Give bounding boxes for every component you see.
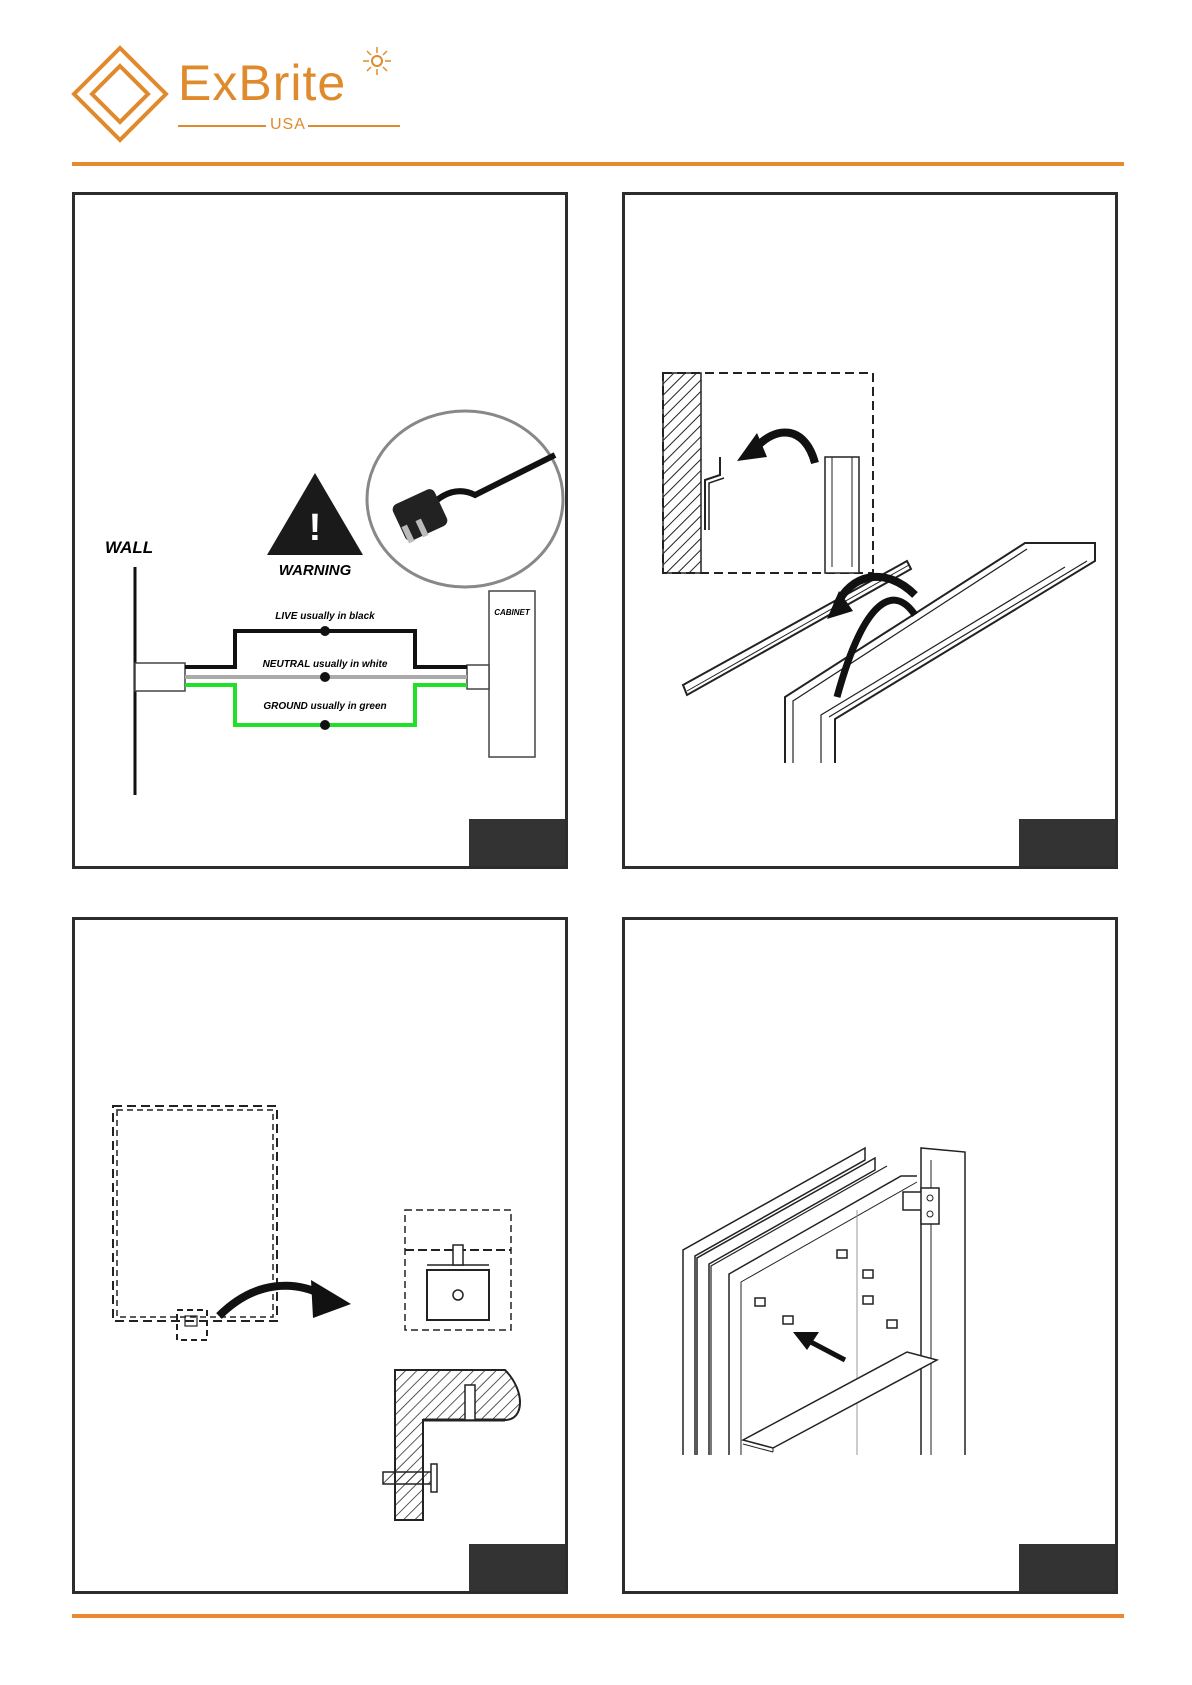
wall-section — [663, 373, 701, 573]
neutral-label: NEUTRAL usually in white — [263, 659, 388, 670]
arrow-icon — [807, 1340, 845, 1360]
logo-line-right — [308, 125, 400, 127]
brand-name: ExBrite — [178, 54, 346, 112]
wall-label: WALL — [105, 538, 153, 557]
panel-tab — [1019, 1544, 1115, 1591]
glass-shelf — [743, 1352, 937, 1448]
fixing-diagram — [75, 920, 571, 1597]
screw-icon — [383, 1472, 433, 1484]
panel-wiring: ! WARNING WALL CABINET LIVE usually in b… — [72, 192, 568, 869]
arrow-icon — [219, 1286, 325, 1316]
panel-tab — [469, 1544, 565, 1591]
svg-text:!: ! — [309, 507, 322, 549]
panel-tab — [1019, 819, 1115, 866]
arrow-icon — [755, 432, 815, 463]
cabinet-top — [785, 543, 1095, 763]
diamond-logo-icon — [70, 44, 180, 144]
header-rule — [72, 162, 1124, 166]
shelf-diagram — [625, 920, 1121, 1597]
cabinet-conduit — [467, 665, 489, 689]
footer-rule — [72, 1614, 1124, 1618]
plug-callout — [367, 411, 563, 587]
brand-logo: ExBrite USA — [70, 44, 400, 144]
cabinet-label: CABINET — [494, 608, 531, 617]
warning-label: WARNING — [279, 562, 352, 579]
panel-tab — [469, 819, 565, 866]
panel-fixing — [72, 917, 568, 1594]
ground-label: GROUND usually in green — [263, 701, 386, 712]
wiring-diagram: ! WARNING WALL CABINET LIVE usually in b… — [75, 195, 571, 872]
panel-bracket — [622, 192, 1118, 869]
sun-icon — [362, 46, 392, 76]
bracket-diagram — [625, 195, 1121, 872]
section-view — [395, 1370, 520, 1520]
live-label: LIVE usually in black — [275, 611, 375, 622]
logo-line-left — [178, 125, 266, 127]
brand-sub: USA — [270, 116, 306, 134]
panel-shelf — [622, 917, 1118, 1594]
fixing-point — [177, 1310, 207, 1340]
wall-conduit — [135, 663, 185, 691]
